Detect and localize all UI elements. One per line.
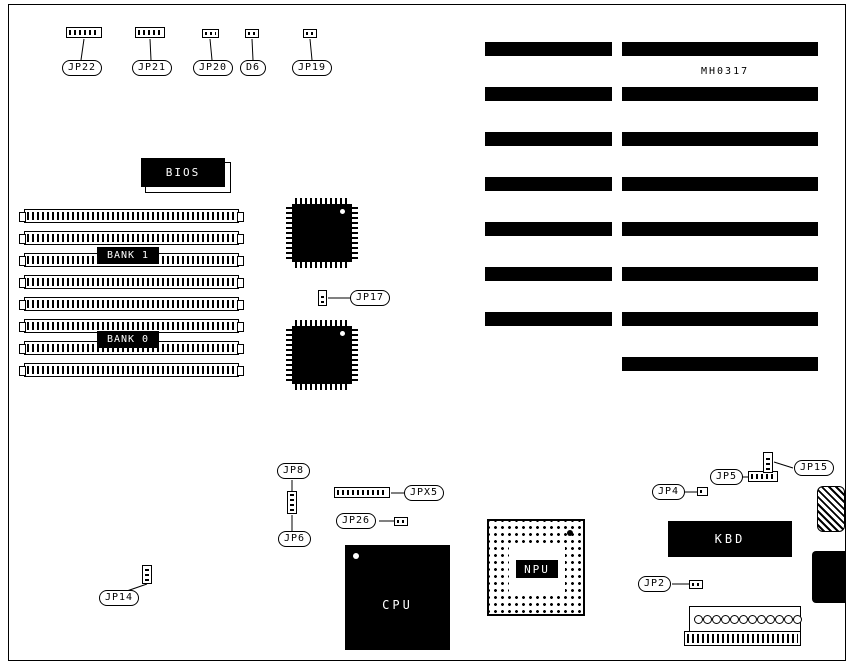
board-id-text: MH0317 <box>701 66 750 77</box>
power-pin <box>775 614 784 624</box>
leader-line <box>149 38 152 61</box>
jp17-icon <box>318 290 327 306</box>
power-pin <box>694 614 703 624</box>
jp14-label: JP14 <box>99 590 140 606</box>
jpx5-icon <box>334 487 390 498</box>
jp15-label: JP15 <box>794 460 835 476</box>
kbd-chip: KBD <box>668 521 792 557</box>
leader-line <box>251 38 254 61</box>
power-pin <box>757 614 766 624</box>
jp8-label: JP8 <box>277 463 311 479</box>
d6-icon <box>245 29 259 38</box>
edge-connector <box>812 551 845 603</box>
qfp-pins-bottom <box>295 384 349 390</box>
keyboard-din-connector <box>817 486 845 532</box>
slot-column-right <box>622 42 818 402</box>
isa-slot-segment <box>622 177 818 191</box>
cpu-label: CPU <box>382 598 413 612</box>
leader-line <box>773 461 794 469</box>
pin1-dot <box>353 553 359 559</box>
pin1-dot <box>567 530 573 536</box>
npu-label: NPU <box>516 560 558 578</box>
qfp-pins-left <box>286 207 292 259</box>
qfp-pins-left <box>286 329 292 381</box>
isa-slot-segment <box>485 87 612 101</box>
qfp-pins-right <box>352 329 358 381</box>
isa-slot-segment <box>622 132 818 146</box>
jp19-icon <box>303 29 317 38</box>
qfp-pins-top <box>295 320 349 326</box>
qfp-pins-top <box>295 198 349 204</box>
power-connector <box>689 606 802 632</box>
isa-slot-segment <box>485 132 612 146</box>
isa-slot-segment <box>485 177 612 191</box>
isa-slot-segment <box>622 42 818 56</box>
slot-column-left <box>485 42 612 357</box>
bank0-label: BANK 0 <box>97 331 159 348</box>
power-pin <box>784 614 793 624</box>
power-pin <box>793 614 802 624</box>
leader-line <box>80 38 85 61</box>
jp8-jp6-icon <box>287 491 297 514</box>
jp22-label: JP22 <box>62 60 103 76</box>
isa-slot-segment <box>485 42 612 56</box>
power-pin <box>739 614 748 624</box>
jp21-icon <box>135 27 165 38</box>
jp20-label: JP20 <box>193 60 234 76</box>
jp20-icon <box>202 29 219 38</box>
jp4-label: JP4 <box>652 484 686 500</box>
power-pin <box>712 614 721 624</box>
isa-slot-segment <box>622 222 818 236</box>
bios-chip: BIOS <box>141 158 225 187</box>
power-pin <box>766 614 775 624</box>
jpx5-label: JPX5 <box>404 485 445 501</box>
leader-line <box>309 38 313 61</box>
jp21-label: JP21 <box>132 60 173 76</box>
isa-slot-segment <box>485 222 612 236</box>
cpu-chip: CPU <box>345 545 450 650</box>
memory-socket-row <box>19 209 244 223</box>
qfp-pins-bottom <box>295 262 349 268</box>
isa-slot-segment <box>622 87 818 101</box>
power-pin <box>721 614 730 624</box>
jp2-icon <box>689 580 703 589</box>
bank1-label: BANK 1 <box>97 247 159 264</box>
pin1-dot <box>340 209 345 214</box>
npu-socket: NPU <box>487 519 585 616</box>
power-pin <box>703 614 712 624</box>
jp17-label: JP17 <box>350 290 391 306</box>
jp26-label: JP26 <box>336 513 377 529</box>
isa-slot-segment <box>622 267 818 281</box>
leader-line <box>209 38 213 61</box>
qfp-pins-right <box>352 207 358 259</box>
isa-slot-segment <box>485 267 612 281</box>
qfp-chip-lower <box>286 320 358 390</box>
jp4-icon <box>697 487 708 496</box>
power-pin <box>730 614 739 624</box>
memory-socket-row <box>19 231 244 245</box>
isa-slot-segment <box>485 312 612 326</box>
power-pin <box>748 614 757 624</box>
jp6-label: JP6 <box>278 531 312 547</box>
jp19-label: JP19 <box>292 60 333 76</box>
jp2-label: JP2 <box>638 576 672 592</box>
jp22-icon <box>66 27 102 38</box>
memory-socket-row <box>19 297 244 311</box>
memory-socket-row <box>19 275 244 289</box>
jp5-label: JP5 <box>710 469 744 485</box>
qfp-chip-upper <box>286 198 358 268</box>
board-outline <box>8 4 846 661</box>
jp15-icon <box>763 452 773 473</box>
isa-slot-segment <box>622 312 818 326</box>
isa-slot-segment <box>622 357 818 371</box>
memory-socket-row <box>19 363 244 377</box>
jp26-icon <box>394 517 408 526</box>
d6-label: D6 <box>240 60 267 76</box>
pin1-dot <box>340 331 345 336</box>
jp14-icon <box>142 565 152 584</box>
